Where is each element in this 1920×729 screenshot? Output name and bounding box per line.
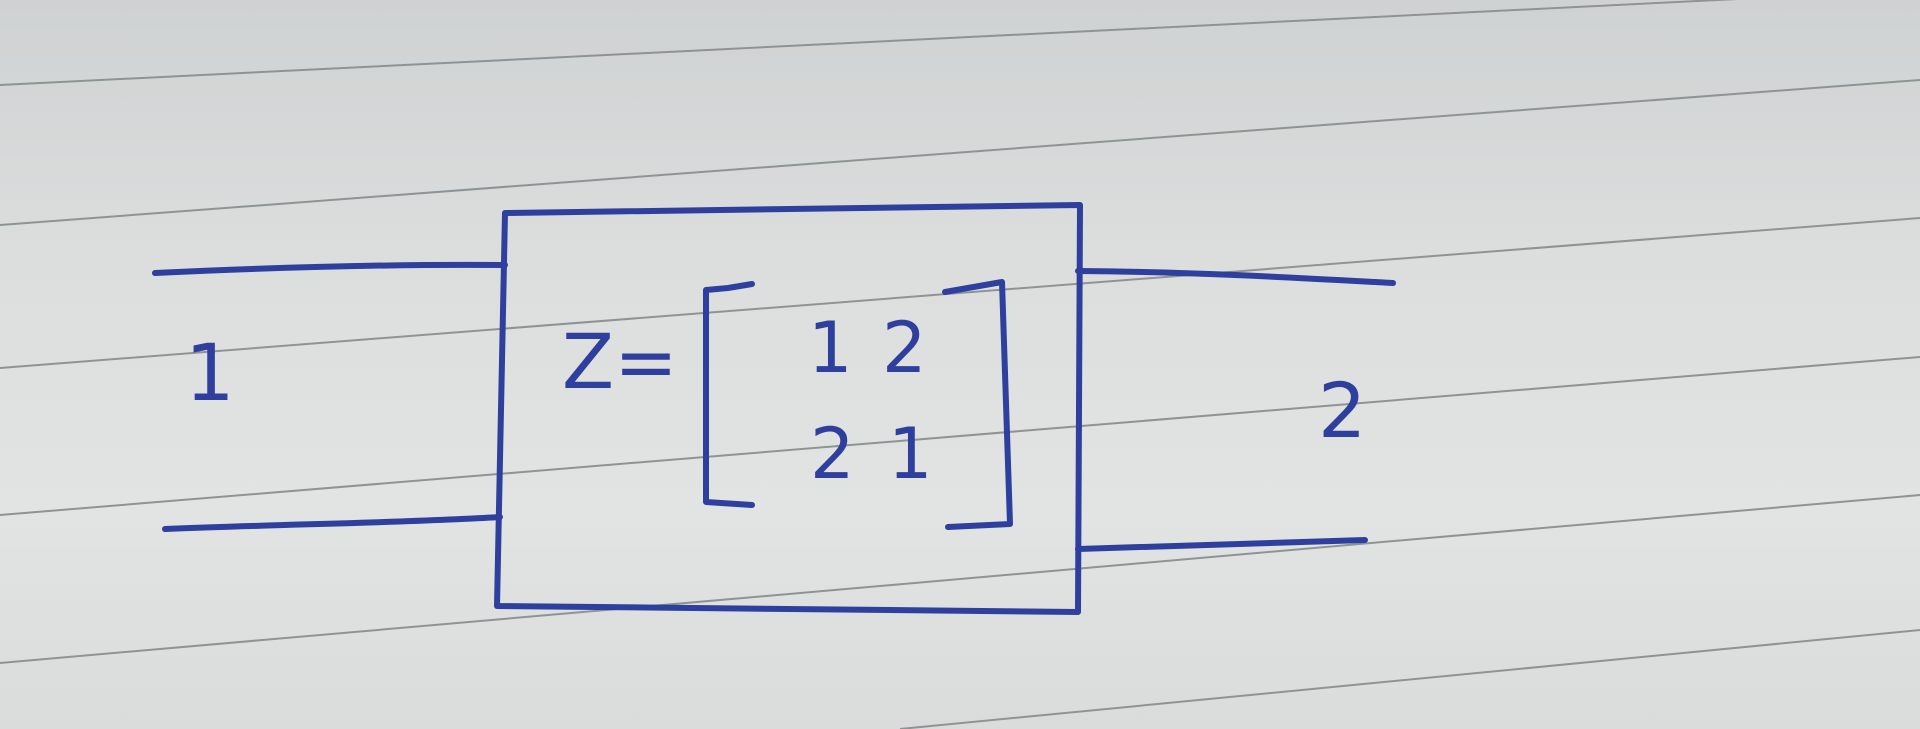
matrix-entry-r1c2: 2 bbox=[882, 307, 927, 389]
port1-bottom-lead bbox=[162, 514, 503, 532]
matrix-left-bracket bbox=[703, 281, 755, 508]
port2-bottom-lead bbox=[1075, 537, 1368, 552]
matrix-entry-r1c1: 1 bbox=[808, 307, 853, 389]
rule-line bbox=[0, 79, 1920, 226]
port1-top-lead bbox=[152, 261, 508, 276]
matrix-right-bracket bbox=[942, 279, 1013, 530]
rule-line bbox=[0, 494, 1920, 664]
matrix-entry-r2c2: 1 bbox=[888, 413, 933, 495]
rule-line bbox=[899, 629, 1920, 729]
port1-label: 1 bbox=[185, 329, 235, 419]
matrix-entry-r2c1: 2 bbox=[810, 413, 855, 495]
port2-top-lead bbox=[1075, 268, 1396, 286]
rule-line bbox=[0, 356, 1920, 516]
equation-lhs: Z= bbox=[562, 317, 678, 406]
rule-line bbox=[0, 0, 1739, 86]
port2-label: 2 bbox=[1318, 366, 1366, 455]
network-box bbox=[494, 202, 1083, 615]
rule-line bbox=[0, 217, 1920, 369]
